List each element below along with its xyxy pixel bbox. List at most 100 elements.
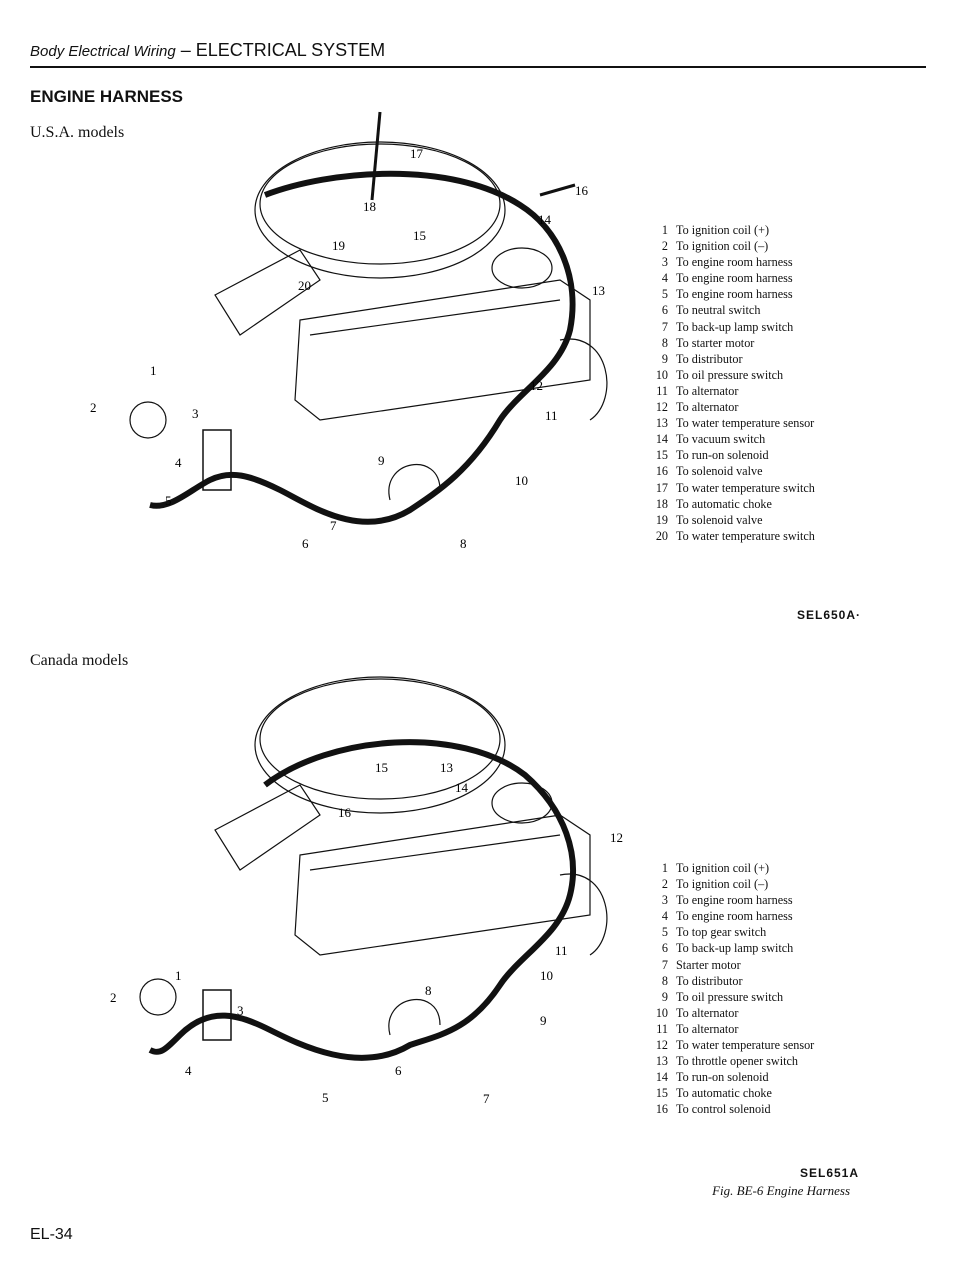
legend-text: To water temperature sensor: [676, 1038, 815, 1053]
legend-number: 14: [655, 1070, 668, 1085]
legend-text: To engine room harness: [676, 909, 793, 924]
usa-callout-1: 1: [150, 363, 157, 378]
legend-number: 5: [661, 287, 668, 302]
canada-callout-11: 11: [555, 943, 568, 958]
canada-callout-4: 4: [185, 1063, 192, 1078]
legend-text: To solenoid valve: [676, 464, 763, 479]
legend-number: 7: [661, 957, 668, 972]
legend-number: 4: [661, 271, 668, 286]
legend-text: To throttle opener switch: [676, 1054, 799, 1069]
usa-callout-10: 10: [515, 473, 528, 488]
legend-text: To back-up lamp switch: [676, 941, 794, 956]
legend-text: To solenoid valve: [676, 512, 763, 527]
legend-number: 12: [655, 1038, 668, 1053]
legend-text: To neutral switch: [676, 303, 761, 318]
legend-text: To water temperature switch: [676, 480, 815, 495]
canada-callouts: 1 2 3 4 5 6 7 8 9 10 11 12 13 14 15 16: [110, 760, 623, 1106]
figure-caption: Fig. BE-6 Engine Harness: [712, 1183, 850, 1198]
usa-callout-7: 7: [330, 518, 337, 533]
legend-text: To distributor: [676, 351, 743, 366]
canada-callout-13: 13: [440, 760, 453, 775]
legend-item: 12 To water temperature sensor: [650, 1037, 814, 1053]
usa-callout-6: 6: [302, 536, 309, 551]
page-header: Body Electrical Wiring – ELECTRICAL SYST…: [30, 40, 385, 61]
legend-text: To ignition coil (+): [676, 861, 770, 875]
canada-models-label: Canada models: [30, 652, 129, 669]
usa-callout-15: 15: [413, 228, 426, 243]
legend-number: 8: [661, 335, 668, 350]
legend-text: To oil pressure switch: [676, 989, 784, 1004]
legend-text: To run-on solenoid: [676, 1070, 769, 1085]
usa-callout-11: 11: [545, 408, 558, 423]
legend-number: 9: [661, 989, 668, 1004]
legend-number: 6: [661, 941, 668, 956]
legend-text: To engine room harness: [676, 893, 793, 908]
legend-item: 6 To back-up lamp switch: [650, 940, 814, 956]
legend-number: 9: [661, 351, 668, 366]
legend-item: 19 To solenoid valve: [650, 512, 815, 528]
usa-callout-8: 8: [460, 536, 467, 551]
usa-callout-12: 12: [530, 378, 543, 393]
canada-callout-10: 10: [540, 968, 553, 983]
canada-callout-15: 15: [375, 760, 388, 775]
legend-item: 12 To alternator: [650, 399, 815, 415]
legend-number: 17: [655, 480, 668, 495]
legend-number: 13: [655, 416, 668, 431]
legend-number: 11: [656, 1021, 668, 1036]
legend-text: To starter motor: [676, 335, 755, 350]
canada-callout-8: 8: [425, 983, 432, 998]
usa-callout-18: 18: [363, 199, 376, 214]
legend-text: To alternator: [676, 1005, 739, 1020]
legend-text: To back-up lamp switch: [676, 319, 794, 334]
legend-number: 19: [655, 512, 668, 527]
header-separator: –: [175, 40, 196, 60]
legend-text: To top gear switch: [676, 925, 767, 940]
legend-number: 10: [655, 367, 668, 382]
legend-text: Starter motor: [676, 957, 741, 972]
legend-number: 1: [661, 223, 668, 237]
legend-number: 5: [661, 925, 668, 940]
canada-callout-3: 3: [237, 1003, 244, 1018]
legend-item: 14 To run-on solenoid: [650, 1069, 814, 1085]
page-number: EL-34: [30, 1226, 73, 1243]
usa-callout-2: 2: [90, 400, 97, 415]
legend-number: 2: [661, 877, 668, 892]
legend-text: To engine room harness: [676, 255, 793, 270]
usa-callout-9: 9: [378, 453, 385, 468]
legend-text: To alternator: [676, 400, 739, 415]
legend-item: 9 To distributor: [650, 351, 815, 367]
canada-callout-1: 1: [175, 968, 182, 983]
usa-diagram: 1 2 3 4 5 6 7 8 9 10 11 12 13 14 15 16 1…: [90, 111, 608, 551]
legend-number: 12: [655, 400, 668, 415]
legend-text: To ignition coil (–): [676, 877, 769, 892]
legend-text: To water temperature switch: [676, 528, 815, 543]
legend-item: 13 To throttle opener switch: [650, 1053, 814, 1069]
legend-number: 4: [661, 909, 668, 924]
legend-text: To vacuum switch: [676, 432, 766, 447]
legend-item: 5 To top gear switch: [650, 924, 814, 940]
legend-number: 7: [661, 319, 668, 334]
legend-number: 11: [656, 383, 668, 398]
legend-item: 8 To starter motor: [650, 335, 815, 351]
legend-number: 8: [661, 973, 668, 988]
legend-text: To engine room harness: [676, 271, 793, 286]
usa-callout-5: 5: [165, 493, 172, 508]
legend-text: To alternator: [676, 1021, 739, 1036]
canada-callout-7: 7: [483, 1091, 490, 1106]
legend-number: 13: [655, 1054, 668, 1069]
usa-figure-code: SEL650A·: [797, 608, 862, 622]
usa-callout-16: 16: [575, 183, 589, 198]
legend-number: 20: [655, 528, 668, 543]
